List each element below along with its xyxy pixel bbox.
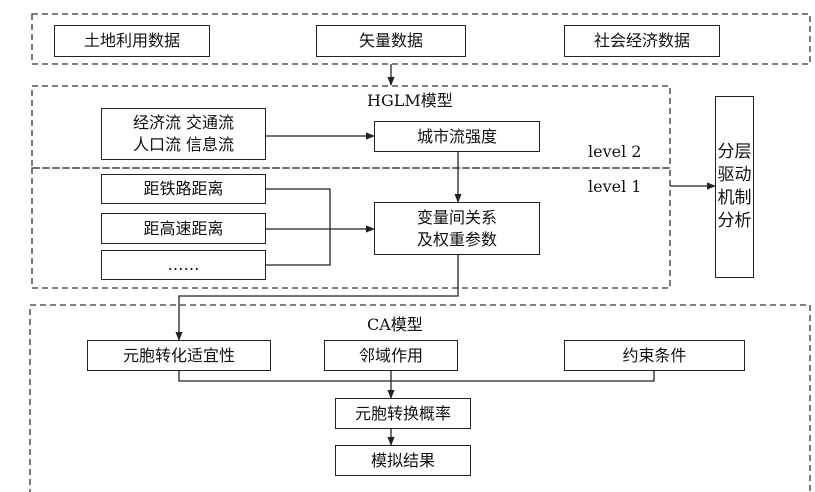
transition-probability-box[interactable]: 元胞转换概率 bbox=[335, 398, 471, 429]
driver-analysis-box[interactable]: 分层驱动机制分析 bbox=[715, 96, 754, 278]
merge-bus bbox=[178, 371, 655, 382]
relations-weights-box[interactable]: 变量间关系 及权重参数 bbox=[374, 202, 540, 255]
constraints-box[interactable]: 约束条件 bbox=[564, 340, 745, 371]
cell-suitability-box[interactable]: 元胞转化适宜性 bbox=[87, 340, 271, 371]
flow-intensity-box[interactable]: 城市流强度 bbox=[374, 121, 540, 152]
land-use-data-box[interactable]: 土地利用数据 bbox=[54, 25, 210, 57]
neighborhood-box[interactable]: 邻域作用 bbox=[324, 340, 458, 371]
vector-data-box[interactable]: 矢量数据 bbox=[316, 25, 466, 57]
socio-economic-data-box[interactable]: 社会经济数据 bbox=[564, 25, 720, 57]
more-variables-box[interactable]: …… bbox=[101, 250, 266, 280]
flows-box[interactable]: 经济流 交通流 人口流 信息流 bbox=[101, 108, 266, 160]
sources-frame bbox=[31, 13, 811, 65]
level-1-label: level 1 bbox=[588, 177, 642, 196]
ca-title: CA模型 bbox=[367, 315, 423, 334]
level-2-label: level 2 bbox=[588, 142, 642, 161]
railway-distance-box[interactable]: 距铁路距离 bbox=[101, 174, 266, 204]
ca-frame bbox=[29, 304, 811, 492]
bracket-variables bbox=[266, 188, 331, 266]
hglm-title: HGLM模型 bbox=[367, 91, 453, 110]
simulation-result-box[interactable]: 模拟结果 bbox=[335, 445, 471, 476]
highway-distance-box[interactable]: 距高速距离 bbox=[101, 213, 266, 244]
connector-relations-to-ca bbox=[175, 255, 459, 341]
hglm-frame-level1 bbox=[31, 167, 671, 289]
